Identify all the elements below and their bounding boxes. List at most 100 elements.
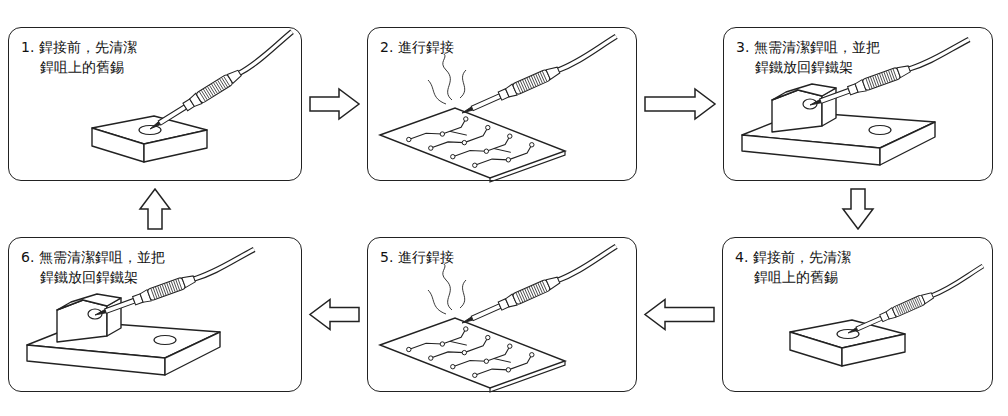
flow-arrow xyxy=(310,89,359,119)
cable-outline xyxy=(554,246,619,280)
grip-rib xyxy=(895,307,899,316)
solder-pad xyxy=(484,359,488,363)
cable-outline xyxy=(234,32,296,74)
cable xyxy=(190,249,256,279)
grip-rib xyxy=(203,89,209,98)
grip-rib xyxy=(518,82,523,92)
solder-pad xyxy=(473,373,477,377)
iron-grip xyxy=(147,277,186,301)
copper-trace xyxy=(450,341,467,345)
grip-rib xyxy=(540,72,545,82)
solder-pad xyxy=(440,342,444,346)
cable-outline xyxy=(905,39,971,69)
solder-pad xyxy=(508,134,512,138)
grip-rib xyxy=(534,285,539,295)
grip-rib xyxy=(205,88,211,97)
grip-rib xyxy=(531,286,536,296)
grip-rib xyxy=(523,290,528,300)
solder-smoke xyxy=(428,80,446,104)
copper-trace xyxy=(475,145,532,166)
solder-pad xyxy=(462,350,466,354)
sponge-hole xyxy=(139,126,161,135)
grip-rib xyxy=(527,78,532,88)
solder-pad xyxy=(407,347,411,351)
grip-rib xyxy=(538,283,543,293)
grip-rib xyxy=(534,75,539,85)
cleaning-sponge xyxy=(92,116,207,162)
grip-rib xyxy=(523,80,528,90)
soldering-iron xyxy=(845,266,987,338)
iron-tip xyxy=(461,107,473,115)
iron-rear xyxy=(546,65,560,79)
grip-rib xyxy=(899,305,903,314)
grip-rib xyxy=(897,306,901,315)
grip-rib xyxy=(516,83,521,93)
iron-grip xyxy=(512,69,550,95)
flow-arrow xyxy=(645,89,715,119)
grip-rib xyxy=(531,76,536,86)
solder-pad xyxy=(462,140,466,144)
iron-tip xyxy=(461,317,473,325)
flow-arrow xyxy=(140,189,170,229)
iron-tip xyxy=(149,122,160,131)
solder-pad xyxy=(407,137,411,141)
soldering-iron xyxy=(459,36,621,118)
grip-rib xyxy=(911,300,915,309)
grip-rib xyxy=(178,279,182,290)
flow-arrow xyxy=(645,300,714,330)
iron-barrel xyxy=(820,89,850,104)
copper-trace xyxy=(453,346,510,367)
board-edge xyxy=(490,151,565,182)
step-box: 2. 進行銲接 xyxy=(367,27,637,181)
grip-rib xyxy=(903,303,907,312)
iron-rear xyxy=(922,291,935,303)
stand-base-front xyxy=(27,345,165,375)
solder-pad xyxy=(486,125,490,129)
iron-rear xyxy=(897,64,911,78)
iron-tip xyxy=(809,100,821,107)
grip-rib xyxy=(905,302,909,311)
solder-pad xyxy=(429,146,433,150)
soldering-iron xyxy=(459,246,621,328)
grip-rib xyxy=(529,287,534,297)
sponge-tray xyxy=(154,336,176,345)
grip-rib xyxy=(536,74,541,84)
step-box: 3. 無需清潔銲咀，並把 銲鐵放回銲鐵架 xyxy=(723,27,993,181)
iron-barrel xyxy=(471,304,501,321)
solder-pad xyxy=(429,356,433,360)
solder-pad xyxy=(464,327,468,331)
solder-pad xyxy=(530,143,534,147)
cable xyxy=(554,246,619,280)
flow-arrow xyxy=(310,300,359,330)
solder-smoke xyxy=(443,264,452,310)
iron-barrel xyxy=(158,105,186,125)
step-label: 3. 無需清潔銲咀，並把 銲鐵放回銲鐵架 xyxy=(736,38,955,77)
iron-rear xyxy=(182,274,196,288)
grip-rib xyxy=(538,73,543,83)
copper-trace xyxy=(475,355,532,376)
cable xyxy=(554,36,619,70)
solder-pad xyxy=(464,117,468,121)
grip-rib xyxy=(525,79,530,89)
grip-rib xyxy=(907,301,911,310)
stand-base-front xyxy=(742,135,880,165)
solder-smoke xyxy=(460,70,466,98)
grip-rib xyxy=(518,292,523,302)
grip-rib xyxy=(913,299,917,308)
step-box: 4. 銲接前，先清潔 銲咀上的舊錫 xyxy=(722,237,993,392)
grip-rib xyxy=(529,77,534,87)
iron-grip xyxy=(196,74,234,104)
copper-trace xyxy=(409,119,466,140)
iron-grip xyxy=(512,279,550,305)
copper-trace xyxy=(494,149,511,153)
copper-trace xyxy=(409,329,466,350)
solder-pad xyxy=(451,365,455,369)
step-box: 1. 銲接前，先清潔 銲咀上的舊錫 xyxy=(8,27,302,181)
copper-trace xyxy=(453,136,510,157)
grip-rib xyxy=(201,90,207,99)
flow-arrow xyxy=(843,189,873,229)
grip-rib xyxy=(542,281,547,291)
grip-rib xyxy=(909,301,913,310)
grip-rib xyxy=(516,293,521,303)
